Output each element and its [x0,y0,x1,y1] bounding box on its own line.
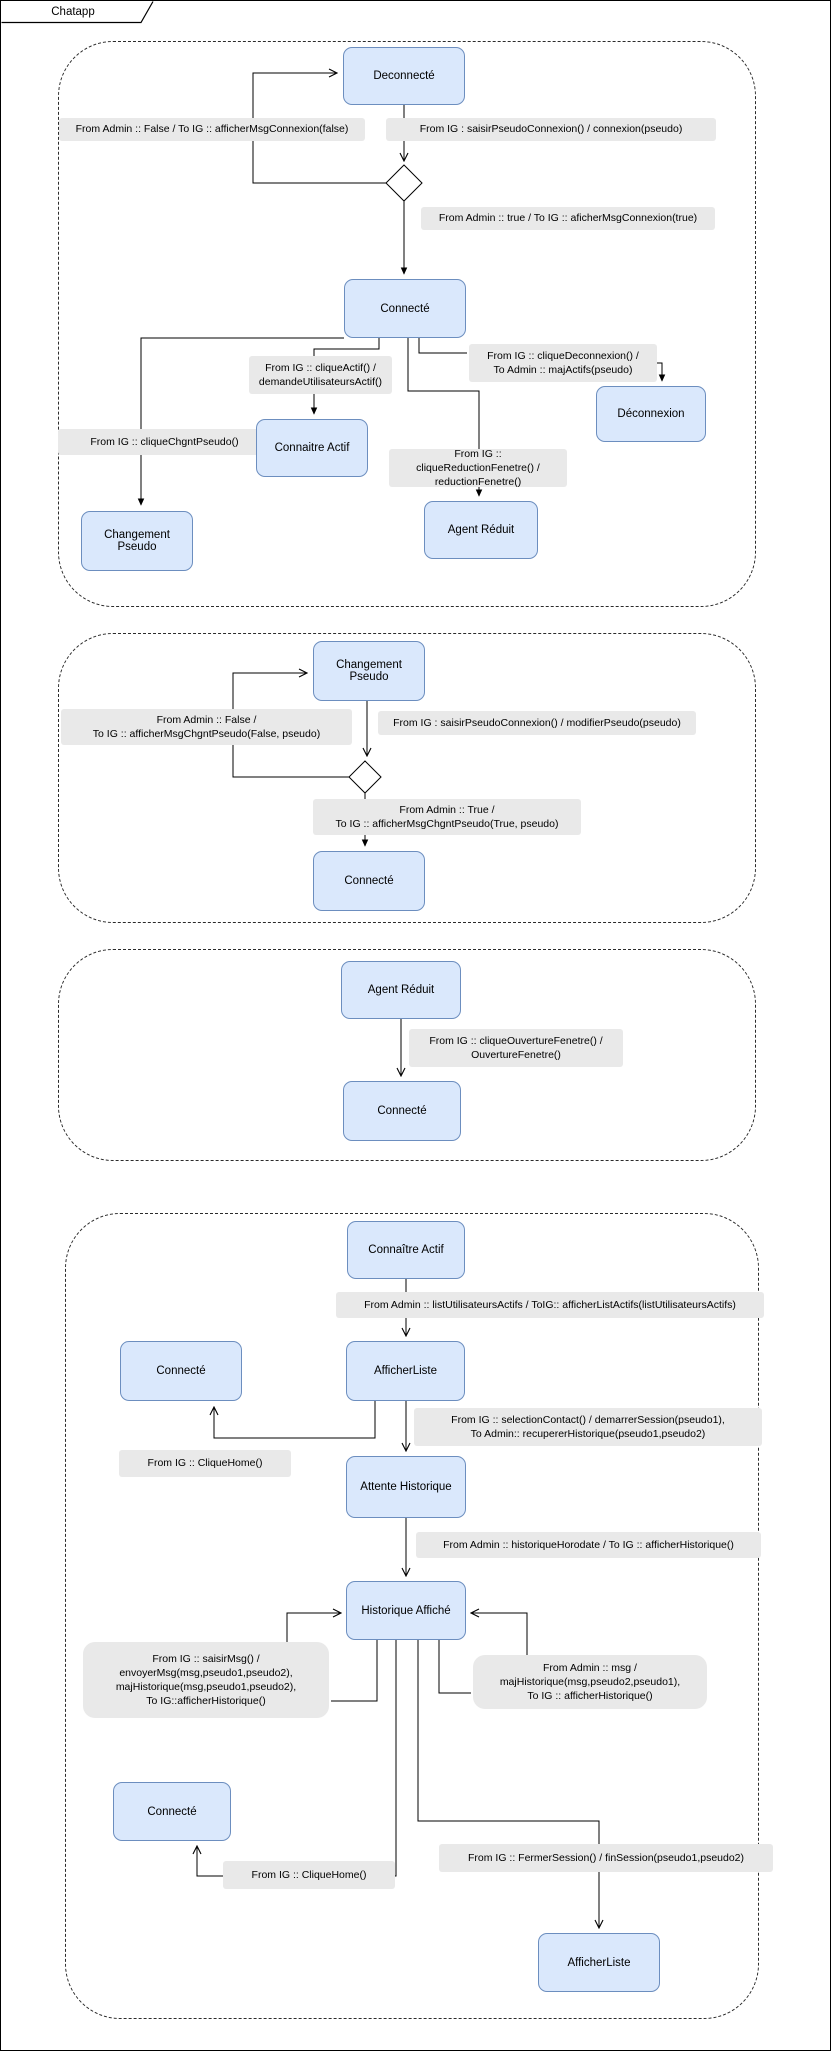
transition-label-saisir-pseudo-connexion[interactable]: From IG : saisirPseudoConnexion() / conn… [386,118,716,141]
state-attente-historique[interactable]: Attente Historique [346,1456,466,1518]
region-connexion [58,41,756,607]
transition-label-clique-actif[interactable]: From IG :: cliqueActif() / demandeUtilis… [249,356,392,394]
transition-label-modifier-pseudo[interactable]: From IG : saisirPseudoConnexion() / modi… [378,711,696,735]
state-connecte-2[interactable]: Connecté [313,851,425,911]
state-agent-reduit-2[interactable]: Agent Réduit [341,961,461,1019]
transition-label-clique-reduction-fenetre[interactable]: From IG :: cliqueReductionFenetre() / re… [389,448,567,488]
transition-label-clique-chgnt-pseudo[interactable]: From IG :: cliqueChgntPseudo() [58,429,271,455]
transition-label-ouverture-fenetre[interactable]: From IG :: cliqueOuvertureFenetre() / Ou… [409,1029,623,1067]
transition-label-clique-home-1[interactable]: From IG :: CliqueHome() [119,1450,291,1477]
transition-label-historique-horodate[interactable]: From Admin :: historiqueHorodate / To IG… [416,1532,761,1558]
region-changement-pseudo [58,633,756,923]
transition-label-selection-contact[interactable]: From IG :: selectionContact() / demarrer… [414,1408,762,1446]
transition-label-fermer-session[interactable]: From IG :: FermerSession() / finSession(… [439,1844,773,1872]
state-connecte-4[interactable]: Connecté [120,1341,242,1401]
transition-label-saisir-msg[interactable]: From IG :: saisirMsg() / envoyerMsg(msg,… [83,1642,329,1718]
state-connaitre-actif-2[interactable]: Connaître Actif [347,1221,465,1279]
state-connecte-5[interactable]: Connecté [113,1782,231,1841]
transition-label-afficher-msg-connexion-true[interactable]: From Admin :: true / To IG :: aficherMsg… [421,207,715,230]
state-deconnecte[interactable]: Deconnecté [343,47,465,105]
state-deconnexion[interactable]: Déconnexion [596,386,706,442]
transition-label-afficher-msg-chgnt-true[interactable]: From Admin :: True / To IG :: afficherMs… [313,799,581,835]
transition-label-admin-msg[interactable]: From Admin :: msg / majHistorique(msg,ps… [473,1655,707,1709]
state-changement-pseudo-1[interactable]: Changement Pseudo [81,511,193,571]
transition-label-clique-home-2[interactable]: From IG :: CliqueHome() [223,1861,395,1889]
state-historique-affiche[interactable]: Historique Affiché [346,1581,466,1640]
state-afficher-liste-2[interactable]: AfficherListe [538,1933,660,1992]
region-agent-reduit [58,949,756,1161]
state-connaitre-actif-1[interactable]: Connaitre Actif [256,419,368,477]
region-session [65,1213,759,2019]
state-agent-reduit-1[interactable]: Agent Réduit [424,501,538,559]
transition-label-afficher-msg-connexion-false[interactable]: From Admin :: False / To IG :: afficherM… [59,118,365,141]
state-afficher-liste-1[interactable]: AfficherListe [346,1341,465,1401]
state-connecte-3[interactable]: Connecté [343,1081,461,1141]
transition-label-clique-deconnexion[interactable]: From IG :: cliqueDeconnexion() / To Admi… [469,344,657,382]
frame-title: Chatapp [51,5,95,18]
transition-label-list-utilisateurs-actifs[interactable]: From Admin :: listUtilisateursActifs / T… [336,1292,764,1318]
transition-label-afficher-msg-chgnt-false[interactable]: From Admin :: False / To IG :: afficherM… [61,709,352,745]
state-connecte-1[interactable]: Connecté [344,279,466,338]
state-changement-pseudo-2[interactable]: Changement Pseudo [313,641,425,701]
